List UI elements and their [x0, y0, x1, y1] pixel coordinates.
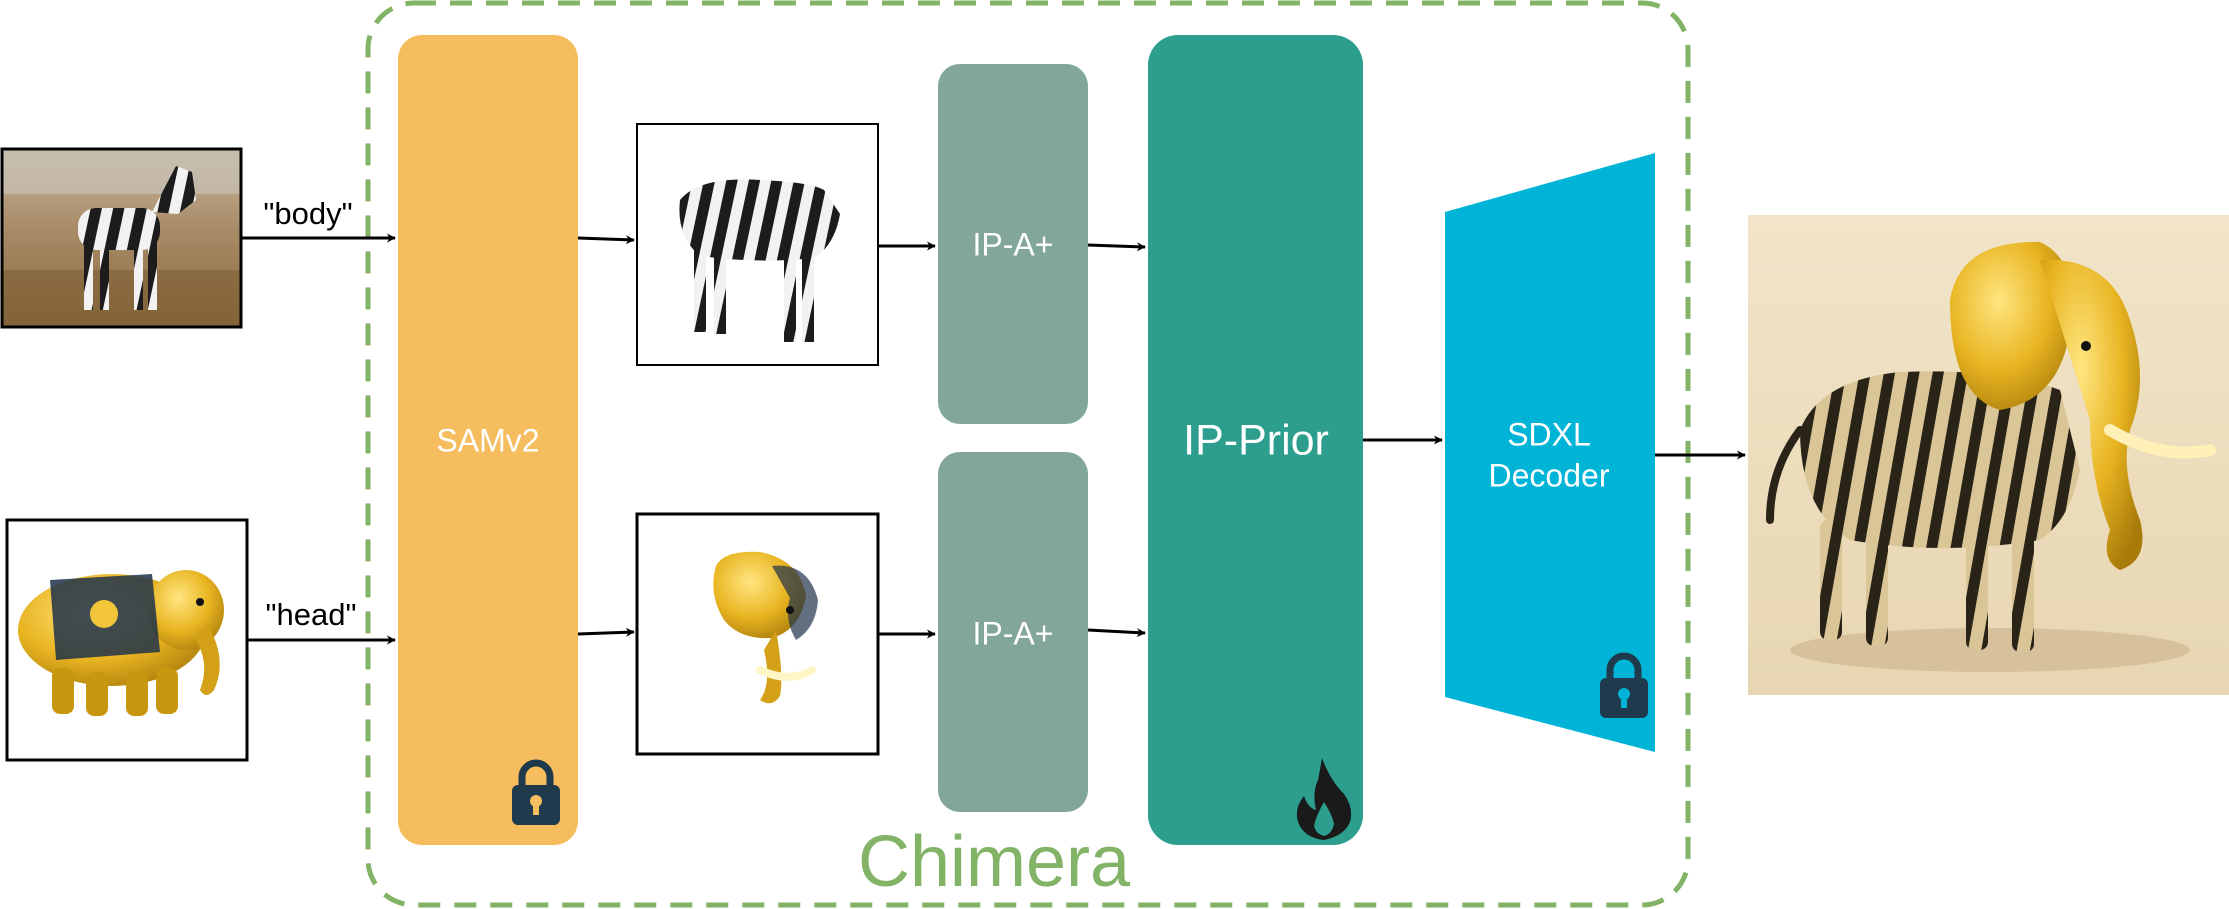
sdxl-decoder-label-line2: Decoder — [1489, 457, 1610, 493]
chimera-label: Chimera — [858, 822, 1131, 902]
sdxl-decoder-block — [1445, 153, 1655, 752]
lock-icon — [1600, 652, 1648, 718]
flow-arrows — [242, 233, 1746, 645]
zebra-input-image — [0, 147, 243, 329]
ip-adapter-top-block — [938, 64, 1088, 424]
head-prompt-label: "head" — [266, 597, 357, 632]
arrow-sam-to-elephant-segment — [577, 627, 635, 637]
ip-adapter-bottom-block — [938, 452, 1088, 812]
ip-adapter-bottom-label: IP-A+ — [973, 615, 1054, 651]
ip-adapter-top-label: IP-A+ — [973, 226, 1054, 262]
chimera-output-image — [1748, 215, 2229, 695]
segmented-elephant-head-image — [635, 512, 880, 756]
body-prompt-label: "body" — [263, 196, 352, 231]
sdxl-decoder-label-line1: SDXL — [1507, 416, 1591, 452]
golden-elephant-input-image — [5, 518, 249, 762]
samv2-label: SAMv2 — [436, 422, 539, 458]
lock-icon — [512, 759, 560, 825]
ip-prior-label: IP-Prior — [1183, 416, 1329, 464]
samv2-block — [398, 35, 578, 845]
flame-icon — [1296, 758, 1352, 840]
arrow-ipa-bottom-to-prior — [1087, 628, 1146, 638]
arrow-ipa-top-to-prior — [1087, 242, 1146, 252]
segmented-zebra-image — [636, 123, 879, 366]
ip-prior-block — [1148, 35, 1363, 845]
arrow-sam-to-zebra-segment — [577, 235, 635, 245]
